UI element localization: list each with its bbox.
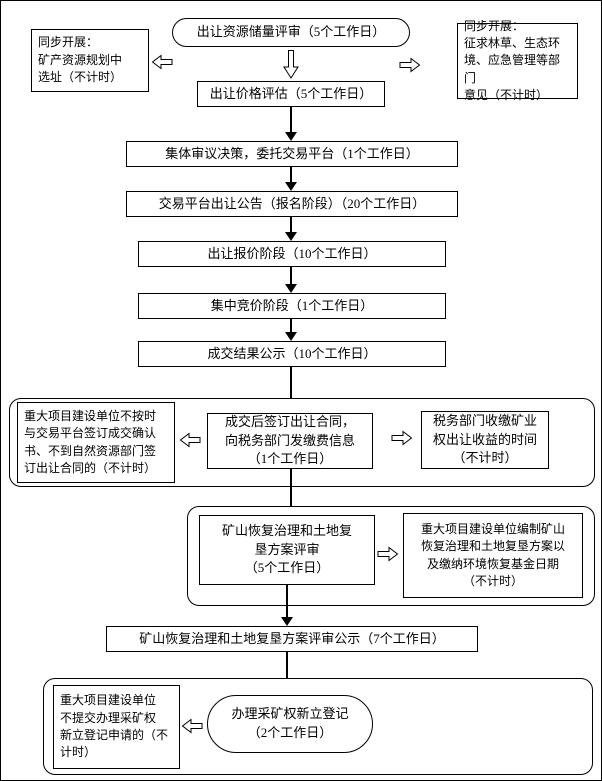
node-sign-contract: 成交后签订出让合同， 向税务部门发缴费信息 （1个工作日） bbox=[207, 413, 373, 469]
node-price-evaluation: 出让价格评估（5个工作日） bbox=[197, 81, 385, 107]
node-mining-registration: 办理采矿权新立登记 （2个工作日） bbox=[207, 695, 373, 753]
node-auction-stage: 集中竞价阶段（1个工作日） bbox=[138, 293, 446, 319]
note-contract-exception: 重大项目建设单位不按时 与交易平台签订成交确认 书、不到自然资源部门签 订出让合… bbox=[17, 402, 175, 483]
node-reserve-review: 出让资源储量评审（5个工作日） bbox=[172, 18, 410, 47]
hollow-arrow-left-icon bbox=[181, 718, 203, 734]
hollow-arrow-right-icon bbox=[391, 430, 413, 446]
note-registration-exception: 重大项目建设单位 不提交办理采矿权 新立登记申请的（不 计时） bbox=[53, 685, 180, 769]
flow-arrow-down-2 bbox=[284, 167, 297, 191]
node-result-publicity: 成交结果公示（10个工作日） bbox=[138, 341, 446, 367]
note-restoration-plan: 重大项目建设单位编制矿山 恢复治理和土地复垦方案以 及缴纳环境恢复基金日期 （不… bbox=[403, 513, 583, 598]
hollow-arrow-right-icon bbox=[399, 57, 421, 73]
hollow-arrow-down-icon bbox=[283, 50, 299, 79]
flow-arrow-down-1 bbox=[284, 107, 297, 141]
note-sync-consult: 同步开展： 征求林草、生态环 境、应急管理等部门 意见（不计时） bbox=[457, 19, 578, 102]
flow-arrow-down-4 bbox=[284, 267, 297, 293]
hollow-arrow-left-icon bbox=[151, 54, 173, 70]
node-restoration-publicity: 矿山恢复治理和土地复垦方案评审公示（7个工作日） bbox=[106, 626, 478, 652]
note-sync-planning: 同步开展： 矿产资源规划中 选址（不计时） bbox=[31, 29, 149, 92]
node-restoration-review: 矿山恢复治理和土地复 垦方案评审 （5个工作日） bbox=[199, 515, 375, 585]
node-bidding-stage: 出让报价阶段（10个工作日） bbox=[138, 241, 446, 267]
node-listing-announcement: 交易平台出让公告（报名阶段）（20个工作日） bbox=[126, 191, 458, 217]
hollow-arrow-right-icon bbox=[377, 546, 399, 562]
note-tax-collection: 税务部门收缴矿业 权出让收益的时间 （不计时） bbox=[421, 411, 549, 469]
flow-arrow-down-8 bbox=[280, 585, 293, 626]
flow-arrow-down-3 bbox=[284, 217, 297, 241]
node-collective-decision: 集体审议决策，委托交易平台（1个工作日） bbox=[126, 141, 458, 167]
flow-arrow-down-5 bbox=[284, 319, 297, 341]
hollow-arrow-left-icon bbox=[179, 432, 201, 448]
